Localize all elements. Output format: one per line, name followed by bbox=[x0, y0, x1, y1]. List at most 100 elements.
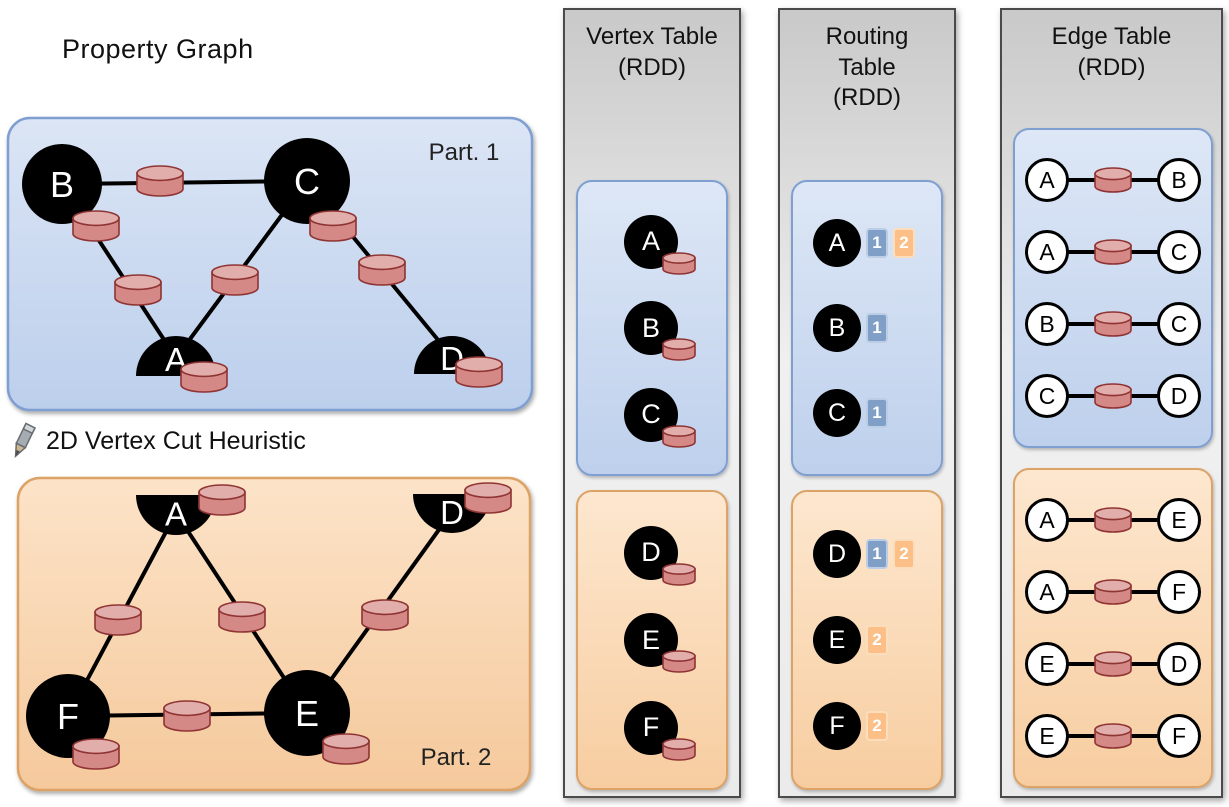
cylinder-shape bbox=[1094, 383, 1132, 409]
pencil-icon bbox=[14, 422, 36, 459]
vertex-table-entry-F: F bbox=[624, 700, 696, 761]
graph-vertex-B bbox=[22, 144, 102, 224]
cylinder-shape bbox=[1094, 507, 1132, 533]
partition-1-badge: 1 bbox=[866, 539, 888, 569]
edge-dst-vertex: D bbox=[1157, 374, 1201, 418]
edge-property-cylinder-icon bbox=[163, 700, 211, 732]
vertex-table-entry-B: B bbox=[624, 301, 696, 361]
vertex-table-entry-A: A bbox=[624, 214, 696, 275]
edge-src-vertex: E bbox=[1025, 714, 1069, 758]
panel-title-line: Table bbox=[838, 53, 896, 81]
cylinder-shape bbox=[1094, 311, 1132, 337]
edge-connector bbox=[1063, 498, 1163, 542]
edge-connector bbox=[1063, 158, 1163, 202]
cylinder-shape bbox=[1094, 239, 1132, 265]
cylinder-shape bbox=[662, 737, 696, 761]
edge-dst-vertex: C bbox=[1157, 302, 1201, 346]
cut-heuristic-label: 2D Vertex Cut Heuristic bbox=[46, 426, 306, 455]
partition-2-badge: 2 bbox=[866, 711, 888, 741]
edge-property-cylinder-icon bbox=[94, 604, 142, 636]
edge-src-vertex: B bbox=[1025, 302, 1069, 346]
edge-src-vertex: A bbox=[1025, 158, 1069, 202]
vertex-circle: A bbox=[813, 219, 861, 267]
partition-2-badge: 2 bbox=[866, 625, 888, 655]
vertex-table-entry-C: C bbox=[624, 387, 696, 448]
graph-vertex-F bbox=[26, 674, 110, 758]
graph-vertex-label-E: E bbox=[295, 693, 319, 734]
vertex-property-cylinder-icon bbox=[662, 650, 696, 673]
vertex-circle: E bbox=[813, 616, 861, 664]
edge-dst-vertex: F bbox=[1157, 714, 1201, 758]
graph-vertex-C bbox=[264, 138, 350, 224]
property-graph-title: Property Graph bbox=[62, 34, 254, 64]
edge-connector bbox=[1063, 570, 1163, 614]
edge-property-cylinder-icon bbox=[1094, 723, 1132, 749]
vertex-circle: F bbox=[813, 702, 861, 750]
part2-label: Part. 2 bbox=[421, 744, 492, 771]
cylinder-shape bbox=[1094, 579, 1132, 605]
graph-vertex-label-F: F bbox=[57, 696, 79, 737]
cylinder-shape bbox=[1094, 651, 1132, 677]
partition-1-badge: 1 bbox=[866, 313, 888, 343]
edge-src-vertex: A bbox=[1025, 230, 1069, 274]
vertex-table-entry-D: D bbox=[624, 525, 696, 586]
vertex-property-cylinder-icon bbox=[309, 210, 357, 242]
graph-vertex-label-C: C bbox=[294, 161, 320, 202]
edge-dst-vertex: B bbox=[1157, 158, 1201, 202]
edge-property-cylinder-icon bbox=[1094, 579, 1132, 605]
cylinder-shape bbox=[1094, 723, 1132, 749]
vertex-circle: D bbox=[624, 525, 678, 580]
edge-connector bbox=[1063, 642, 1163, 686]
cylinder-shape bbox=[1094, 167, 1132, 193]
edge-property-cylinder-icon bbox=[114, 274, 162, 306]
cylinder-shape bbox=[662, 424, 696, 448]
cut-heuristic-caption: 2D Vertex Cut Heuristic bbox=[6, 420, 306, 462]
vertex-property-cylinder-icon bbox=[662, 251, 696, 275]
cylinder-shape bbox=[662, 338, 696, 361]
edge-property-cylinder-icon bbox=[361, 599, 409, 631]
edge-property-cylinder-icon bbox=[1094, 507, 1132, 533]
edge-connector bbox=[1063, 374, 1163, 418]
vertex-circle: B bbox=[813, 304, 861, 352]
vertex-circle: D bbox=[813, 530, 861, 578]
vertex-property-cylinder-icon bbox=[198, 484, 246, 516]
edge-dst-vertex: E bbox=[1157, 498, 1201, 542]
edge-connector bbox=[1063, 230, 1163, 274]
edge-property-cylinder-icon bbox=[1094, 383, 1132, 409]
edge-src-vertex: E bbox=[1025, 642, 1069, 686]
graph-vertex-label-B: B bbox=[50, 164, 74, 205]
vertex-property-cylinder-icon bbox=[180, 361, 228, 393]
edge-property-cylinder-icon bbox=[218, 601, 266, 633]
vertex-property-cylinder-icon bbox=[72, 210, 120, 242]
graph-vertex-E bbox=[264, 670, 350, 756]
edge-property-cylinder-icon bbox=[211, 264, 259, 296]
vertex-property-cylinder-icon bbox=[662, 737, 696, 761]
vertex-property-cylinder-icon bbox=[662, 562, 696, 586]
vertex-property-cylinder-icon bbox=[72, 738, 120, 770]
edge-property-cylinder-icon bbox=[136, 165, 184, 197]
edge-src-vertex: C bbox=[1025, 374, 1069, 418]
edge-property-cylinder-icon bbox=[1094, 239, 1132, 265]
vertex-property-cylinder-icon bbox=[322, 733, 370, 765]
vertex-circle: C bbox=[813, 389, 861, 437]
partition-1-badge: 1 bbox=[866, 228, 888, 258]
